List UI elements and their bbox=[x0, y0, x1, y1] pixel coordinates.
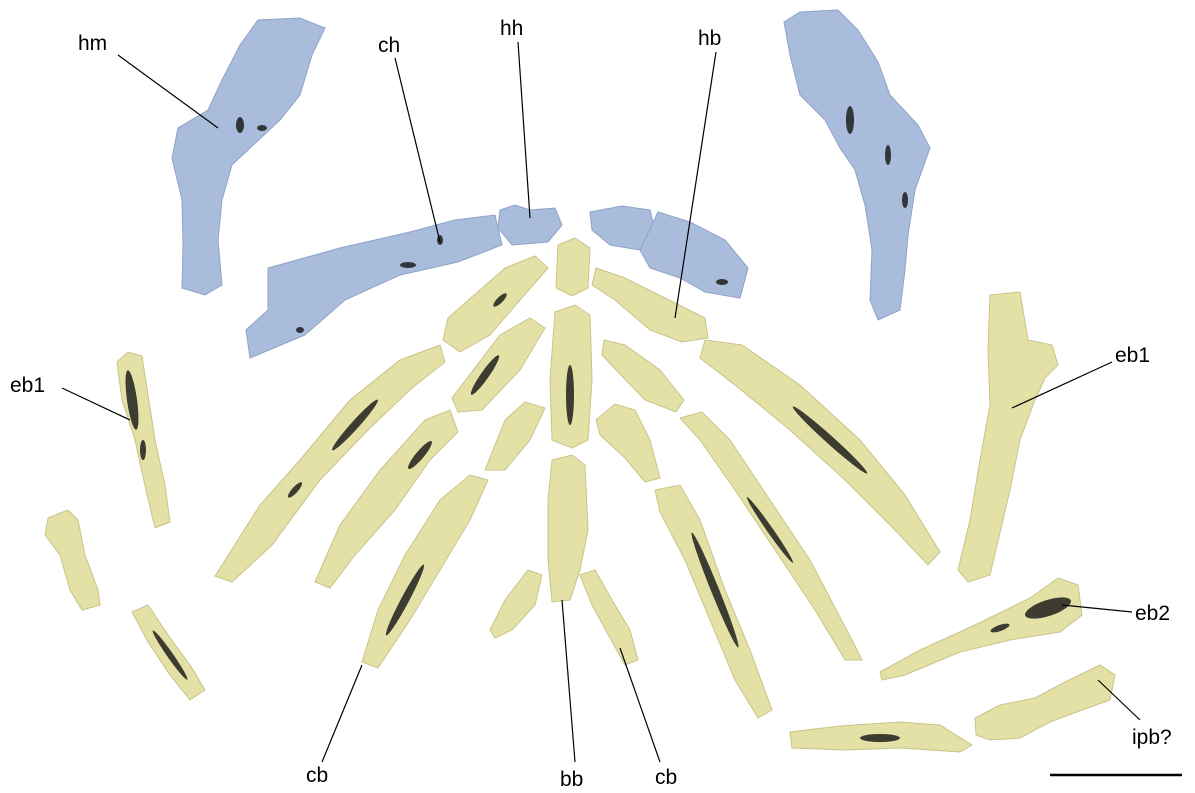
bone-fragment-left-1 bbox=[45, 510, 100, 610]
leader-cb-right bbox=[620, 648, 660, 762]
label-cb-right: cb bbox=[655, 766, 677, 789]
label-ipb: ipb? bbox=[1132, 726, 1172, 749]
bone-fragment-bottom bbox=[790, 722, 972, 752]
basihyal bbox=[556, 238, 590, 296]
epibranchial-1-right bbox=[958, 292, 1058, 582]
label-hh: hh bbox=[500, 17, 523, 40]
label-ch: ch bbox=[378, 34, 400, 57]
ceratobranchial-4-left bbox=[490, 570, 542, 638]
label-hb: hb bbox=[698, 27, 721, 50]
hyomandibula-right bbox=[784, 10, 930, 320]
leader-ch bbox=[395, 58, 440, 242]
label-cb-left: cb bbox=[306, 764, 328, 787]
label-hm: hm bbox=[78, 32, 107, 55]
ceratohyal-right bbox=[640, 212, 748, 298]
epibranchial-2 bbox=[880, 578, 1082, 680]
ceratobranchial-4-right bbox=[580, 570, 638, 665]
bone-fragment-left-2 bbox=[132, 605, 205, 700]
basibranchial-upper bbox=[550, 305, 592, 448]
label-eb1-right: eb1 bbox=[1115, 344, 1150, 367]
hyomandibula-left bbox=[172, 18, 325, 295]
infrapharyngobranchial bbox=[975, 665, 1115, 740]
epibranchial-1-left bbox=[117, 352, 170, 528]
leader-eb1-left bbox=[62, 388, 130, 420]
hypobranchial-3-right bbox=[596, 404, 660, 482]
leader-cb-left bbox=[322, 665, 362, 762]
hypobranchial-3-left bbox=[485, 402, 545, 470]
label-bb: bb bbox=[560, 768, 583, 791]
leader-hh bbox=[518, 42, 530, 218]
hypobranchial-2-right bbox=[602, 340, 684, 412]
label-eb1-left: eb1 bbox=[10, 374, 45, 397]
leader-hm bbox=[118, 55, 218, 128]
label-eb2: eb2 bbox=[1135, 602, 1170, 625]
leader-bb bbox=[562, 600, 575, 762]
